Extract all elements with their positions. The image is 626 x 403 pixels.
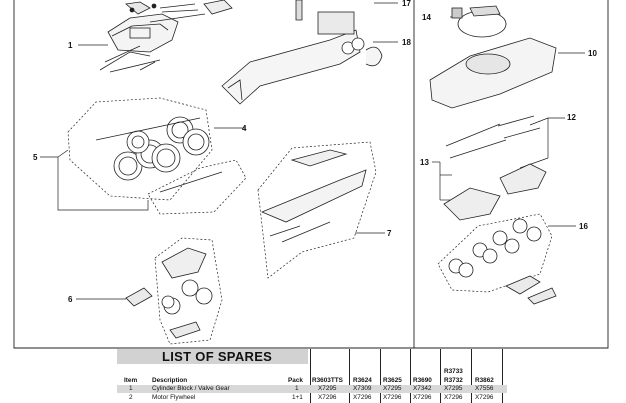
row-code: X7309 [353,385,372,392]
part-driving-wheels [95,116,223,193]
part-bogie-wheelsets [437,213,557,305]
row-pack: 1+1 [292,394,303,401]
callout-12: 12 [567,113,576,122]
row-code: X7556 [475,385,494,392]
row-code: X7296 [444,394,463,401]
row-item: 1 [129,385,133,392]
diagram-frame [13,0,609,349]
col-divider [349,349,350,403]
header-code: R3690 [413,377,432,384]
header-code: R3625 [383,377,402,384]
col-divider [410,349,411,403]
callout-1: 1 [68,41,73,50]
row-code: X7296 [475,394,494,401]
header-pack: Pack [288,377,303,384]
part-body-shell [429,5,557,109]
callout-7: 7 [387,229,392,238]
header-code: R3624 [353,377,372,384]
header-description: Description [152,377,188,384]
table-row-highlight [117,385,507,393]
part-chassis-frame [257,141,377,279]
wheelset-group-top [67,97,247,215]
col-divider [471,349,472,403]
col-divider [502,349,503,403]
callout-10: 10 [588,49,597,58]
small-bracket-part [203,0,233,15]
row-item: 2 [129,394,133,401]
row-code: X7295 [318,385,337,392]
col-divider [380,349,381,403]
row-code: X7296 [353,394,372,401]
row-pack: 1 [295,385,299,392]
row-code: X7342 [413,385,432,392]
callout-13: 13 [420,158,429,167]
col-divider [310,349,311,403]
row-code: X7296 [318,394,337,401]
header-code: R3732 [444,377,463,384]
header-code: R3603TTS [312,377,343,384]
row-code: X7295 [444,385,463,392]
row-code: X7296 [383,394,402,401]
part-cylinder-block [99,1,206,73]
row-description: Cylinder Block / Valve Gear [152,385,230,392]
callout-numbers: 1 4 5 6 7 10 12 13 14 16 17 18 [33,0,597,304]
callout-6: 6 [68,295,73,304]
callout-18: 18 [402,38,411,47]
row-code: X7295 [383,385,402,392]
callout-4: 4 [242,124,247,133]
callout-16: 16 [579,222,588,231]
header-item: Item [124,377,138,384]
spares-title: LIST OF SPARES [117,349,308,364]
part-chassis-top [221,0,383,105]
callout-14: 14 [422,13,431,22]
part-bogies [443,115,547,221]
callout-17: 17 [402,0,411,8]
row-description: Motor Flywheel [152,394,196,401]
row-code: X7296 [413,394,432,401]
col-divider [440,349,441,403]
header-code: R3862 [475,377,494,384]
part-pony-truck [125,237,223,345]
header-code-top: R3733 [444,368,463,375]
callout-5: 5 [33,153,38,162]
